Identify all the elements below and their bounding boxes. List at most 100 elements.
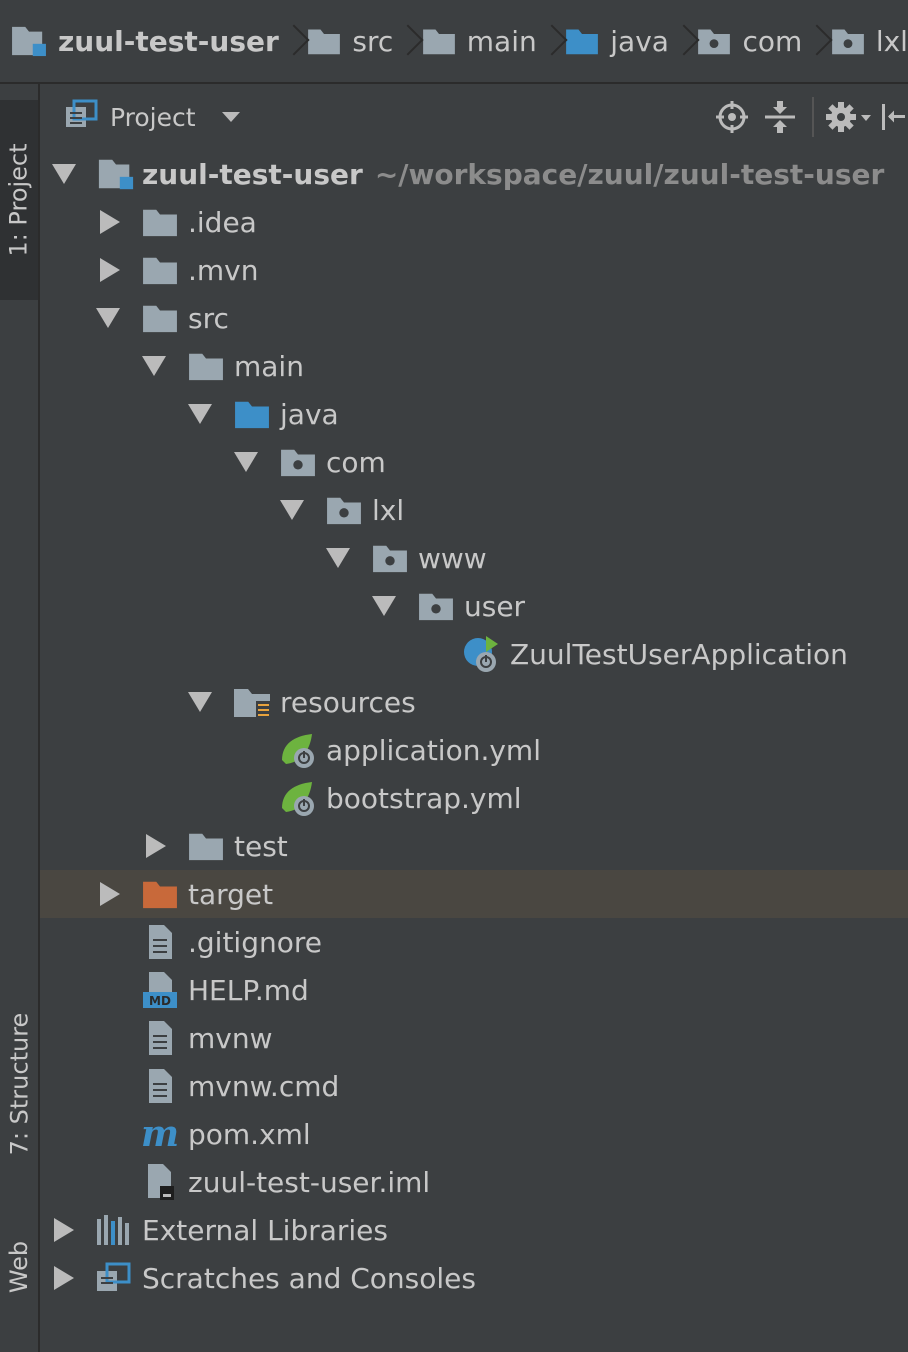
tree-label: External Libraries [142, 1213, 388, 1247]
breadcrumb-item-com[interactable]: com [696, 0, 802, 82]
tree-node-root[interactable]: zuul-test-user~/workspace/zuul/zuul-test… [40, 150, 908, 198]
markdown-file-icon: MD [140, 970, 180, 1010]
tree-node-help-md[interactable]: MD HELP.md [40, 966, 908, 1014]
breadcrumb-separator [547, 0, 559, 82]
breadcrumb-separator [403, 0, 415, 82]
tree-node-pom[interactable]: m pom.xml [40, 1110, 908, 1158]
tree-node-mvn[interactable]: .mvn [40, 246, 908, 294]
tree-node-bootstrap-yml[interactable]: bootstrap.yml [40, 774, 908, 822]
tree-label: test [234, 829, 288, 863]
panel-toolbar [708, 84, 908, 150]
chevron-down-icon [221, 112, 240, 122]
project-view-selector[interactable]: Project [64, 99, 240, 135]
expand-arrow-icon[interactable] [280, 500, 304, 520]
package-icon [324, 490, 364, 530]
breadcrumb-label: lxl [875, 24, 908, 58]
tree-node-application-yml[interactable]: application.yml [40, 726, 908, 774]
tree-node-resources[interactable]: resources [40, 678, 908, 726]
tree-node-main[interactable]: main [40, 342, 908, 390]
tree-node-idea[interactable]: .idea [40, 198, 908, 246]
tree-node-scratches[interactable]: Scratches and Consoles [40, 1254, 908, 1302]
project-panel-header: Project [40, 84, 908, 150]
project-view-label: Project [110, 102, 196, 132]
tree-label: .mvn [188, 253, 259, 287]
collapsed-arrow-icon[interactable] [100, 258, 120, 282]
collapsed-arrow-icon[interactable] [146, 834, 166, 858]
collapsed-arrow-icon[interactable] [100, 882, 120, 906]
tree-label: zuul-test-user.iml [188, 1165, 431, 1199]
collapsed-arrow-icon[interactable] [100, 210, 120, 234]
tree-node-src[interactable]: src [40, 294, 908, 342]
tree-label: lxl [372, 493, 405, 527]
tab-structure[interactable]: 7: Structure [0, 954, 38, 1214]
folder-icon [186, 346, 226, 386]
settings-icon[interactable] [822, 93, 878, 141]
folder-icon [140, 202, 180, 242]
tree-node-app-class[interactable]: ZuulTestUserApplication [40, 630, 908, 678]
tree-label: ZuulTestUserApplication [510, 637, 848, 671]
expand-arrow-icon[interactable] [234, 452, 258, 472]
spring-boot-class-icon [462, 634, 502, 674]
breadcrumb-item-main[interactable]: main [421, 0, 537, 82]
breadcrumb-separator [289, 0, 301, 82]
package-icon [370, 538, 410, 578]
collapse-all-icon[interactable] [756, 93, 804, 141]
tree-node-gitignore[interactable]: .gitignore [40, 918, 908, 966]
resources-folder-icon [232, 682, 272, 722]
tree-label: bootstrap.yml [326, 781, 522, 815]
toolbar-divider [812, 97, 814, 137]
excluded-folder-icon [140, 874, 180, 914]
breadcrumb-item-module[interactable]: zuul-test-user [10, 0, 279, 82]
expand-arrow-icon[interactable] [52, 164, 76, 184]
tree-node-external-libraries[interactable]: External Libraries [40, 1206, 908, 1254]
tree-node-lxl[interactable]: lxl [40, 486, 908, 534]
tab-project[interactable]: 1: Project [0, 100, 38, 300]
module-folder-icon [96, 154, 136, 194]
folder-icon [421, 26, 457, 56]
tab-structure-label: 7: Structure [5, 1012, 34, 1156]
expand-arrow-icon[interactable] [372, 596, 396, 616]
package-icon [830, 26, 866, 56]
package-icon [278, 442, 318, 482]
tree-node-mvnw[interactable]: mvnw [40, 1014, 908, 1062]
expand-arrow-icon[interactable] [96, 308, 120, 328]
tree-node-com[interactable]: com [40, 438, 908, 486]
breadcrumb-item-java[interactable]: java [564, 0, 669, 82]
breadcrumb-label: java [610, 24, 669, 58]
tree-label: src [188, 301, 229, 335]
spring-config-icon [278, 778, 318, 818]
tree-label: resources [280, 685, 416, 719]
breadcrumb-label: main [466, 24, 537, 58]
tree-node-target[interactable]: target [40, 870, 908, 918]
expand-arrow-icon[interactable] [188, 692, 212, 712]
expand-arrow-icon[interactable] [326, 548, 350, 568]
tree-node-user[interactable]: user [40, 582, 908, 630]
project-view-icon [64, 99, 98, 135]
text-file-icon [140, 922, 180, 962]
tree-label: mvnw [188, 1021, 273, 1055]
md-badge-text: MD [149, 994, 171, 1008]
tab-web-label: Web [5, 1240, 34, 1294]
left-tool-strip: 1: Project 7: Structure Web [0, 84, 40, 1352]
collapsed-arrow-icon[interactable] [54, 1218, 74, 1242]
module-file-icon [140, 1162, 180, 1202]
text-file-icon [140, 1066, 180, 1106]
expand-arrow-icon[interactable] [142, 356, 166, 376]
scratches-icon [94, 1258, 134, 1298]
breadcrumb-item-src[interactable]: src [306, 0, 393, 82]
collapsed-arrow-icon[interactable] [54, 1266, 74, 1290]
breadcrumb-item-lxl[interactable]: lxl [830, 0, 908, 82]
tree-node-iml[interactable]: zuul-test-user.iml [40, 1158, 908, 1206]
expand-arrow-icon[interactable] [188, 404, 212, 424]
tab-web[interactable]: Web [0, 1212, 38, 1322]
tree-label: pom.xml [188, 1117, 311, 1151]
tree-node-mvnw-cmd[interactable]: mvnw.cmd [40, 1062, 908, 1110]
tree-node-test[interactable]: test [40, 822, 908, 870]
breadcrumb: zuul-test-user src main java com lxl [0, 0, 908, 84]
tree-node-java[interactable]: java [40, 390, 908, 438]
package-icon [696, 26, 732, 56]
tree-label: java [280, 397, 339, 431]
hide-icon[interactable] [878, 93, 908, 141]
locate-icon[interactable] [708, 93, 756, 141]
tree-node-www[interactable]: www [40, 534, 908, 582]
